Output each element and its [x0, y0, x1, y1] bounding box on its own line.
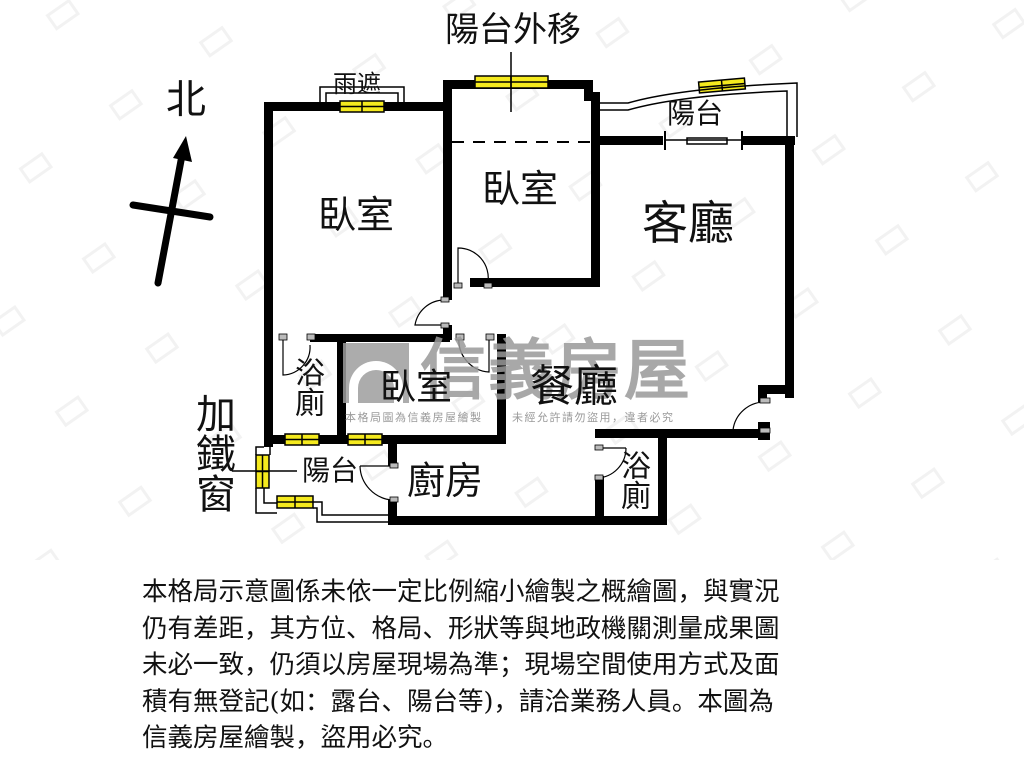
- balcony-moved-label: 陽台外移: [445, 10, 581, 50]
- room-living: 客廳: [642, 196, 734, 250]
- disclaimer-text: 本格局示意圖係未依一定比例縮小繪製之概繪圖，與實況 仍有差距，其方位、格局、形狀…: [142, 574, 902, 757]
- brand-logo-watermark: [343, 343, 409, 403]
- room-balcony-top: 陽台: [667, 97, 724, 130]
- room-balcony-left: 陽台: [302, 454, 359, 487]
- thin-outlines: [232, 52, 798, 523]
- brand-watermark-text: 信義房屋: [420, 332, 692, 409]
- disclaimer-line: 積有無登記(如：露台、陽台等)，請洽業務人員。本圖為: [142, 686, 774, 717]
- room-dining: 餐廳: [530, 361, 618, 412]
- room-bedroom-top: 臥室: [482, 167, 559, 211]
- room-bedroom-left: 臥室: [318, 193, 395, 237]
- disclaimer-line: 未必一致，仍須以房屋現場為準；現場空間使用方式及面: [142, 650, 780, 680]
- floor-plan-drawing: [0, 0, 1024, 560]
- disclaimer-line: 仍有差距，其方位、格局、形狀等與地政機關測量成果圖: [142, 613, 780, 644]
- room-kitchen: 廚房: [407, 459, 484, 503]
- watermark-notice-left: 本格局圖為信義房屋繪製: [345, 411, 483, 424]
- room-bathroom-right: 浴廁: [615, 450, 650, 510]
- disclaimer-line: 本格局示意圖係未依一定比例縮小繪製之概繪圖，與實況: [142, 577, 780, 607]
- north-arrow-icon: [129, 136, 214, 287]
- room-bedroom-small: 臥室: [380, 367, 453, 408]
- awning-label: 雨遮: [333, 70, 381, 98]
- disclaimer-line: 信義房屋繪製，盜用必究。: [142, 723, 449, 753]
- iron-window-label: 加鐵窗: [189, 393, 235, 513]
- watermark-notice-right: 未經允許請勿盜用，違者必究: [512, 411, 675, 424]
- room-bathroom-left: 浴廁: [289, 357, 324, 417]
- compass-north-label: 北: [166, 77, 206, 123]
- door-hinges: [278, 282, 771, 503]
